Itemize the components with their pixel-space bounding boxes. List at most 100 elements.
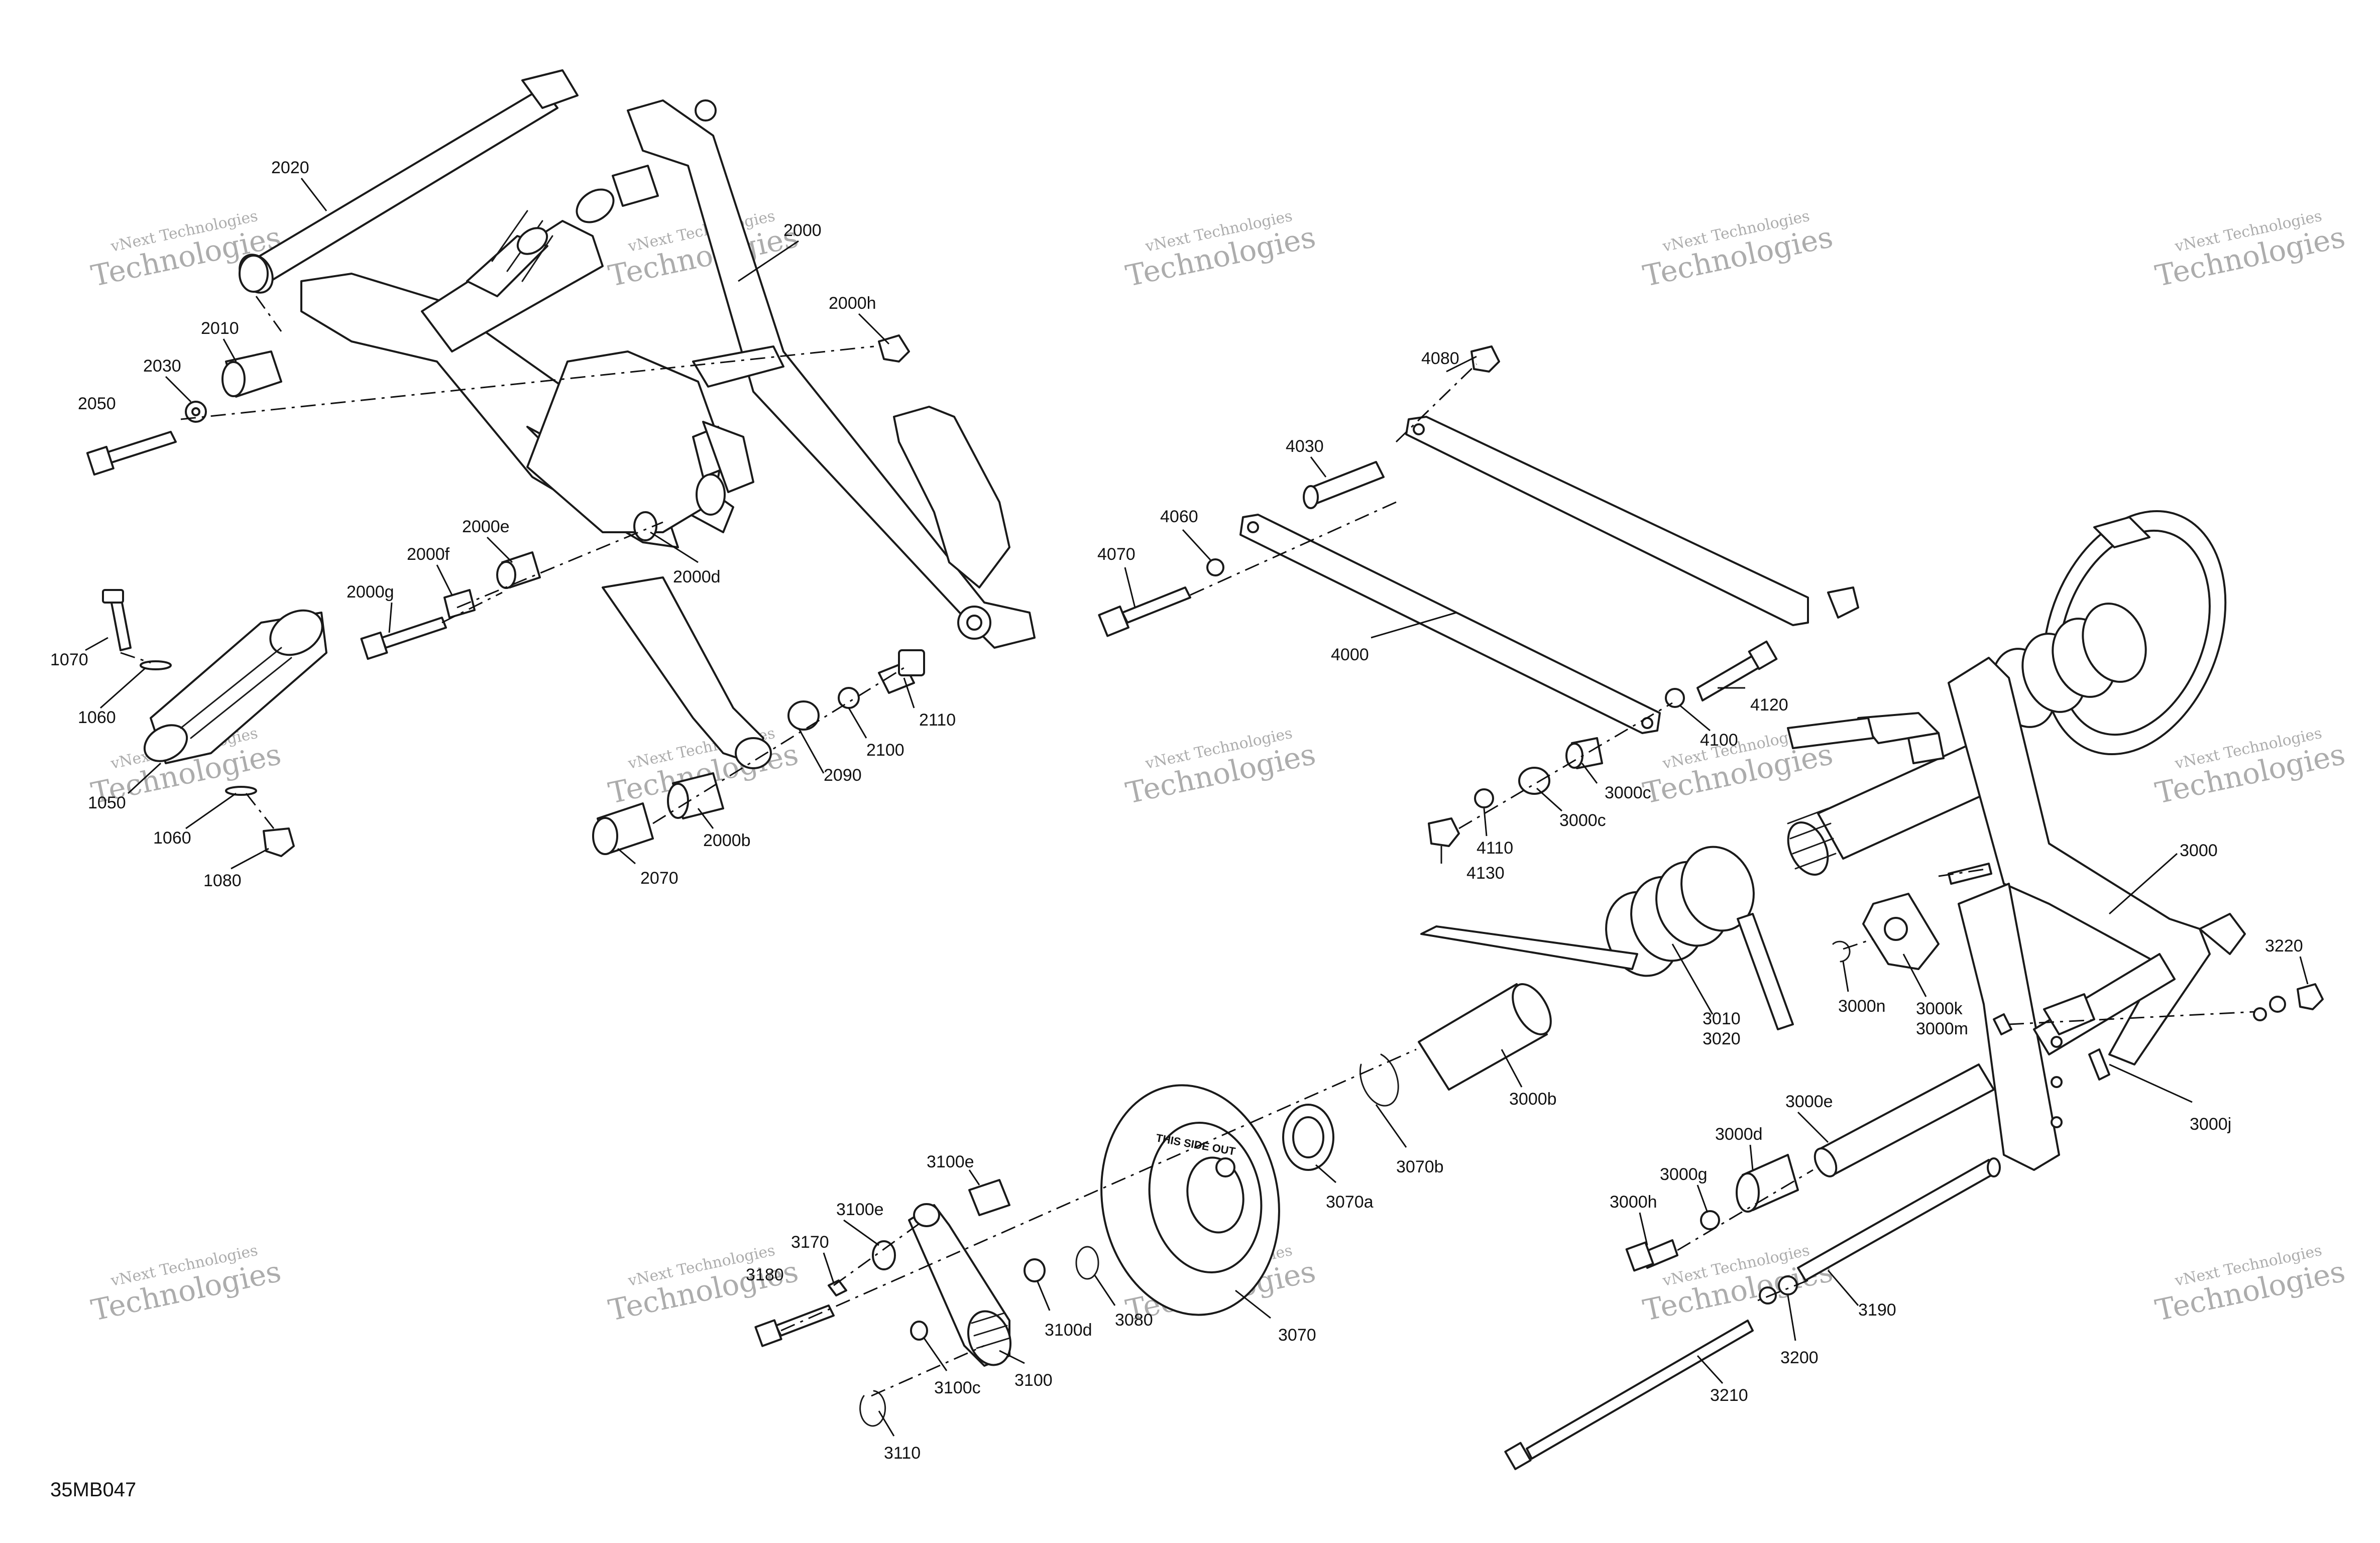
callout-4030: 4030 (1286, 437, 1324, 456)
callout-labels: 2020 2000 2000h 2010 2030 2050 4080 4030… (50, 158, 2303, 1501)
part-4000-link-bar (1239, 514, 1661, 734)
callout-2090: 2090 (824, 766, 862, 785)
callout-2030: 2030 (143, 357, 181, 376)
drawing-reference-code: 35MB047 (50, 1479, 136, 1501)
callout-2000g: 2000g (347, 582, 394, 602)
part-3010-torsion-spring (1420, 846, 1794, 1030)
part-3000j-pin (2088, 1048, 2110, 1081)
callout-4060: 4060 (1160, 507, 1198, 526)
callout-4130: 4130 (1466, 864, 1505, 883)
part-2100-washer (838, 687, 860, 709)
callout-3100d: 3100d (1045, 1321, 1092, 1340)
part-3220-nut (2297, 983, 2324, 1010)
callout-3080: 3080 (1115, 1311, 1153, 1330)
callout-3000m: 3000m (1916, 1019, 1968, 1038)
callout-3070b: 3070b (1396, 1157, 1444, 1176)
callout-3000d: 3000d (1715, 1125, 1763, 1144)
callout-2050: 2050 (78, 394, 116, 413)
callout-3000j: 3000j (2190, 1115, 2231, 1134)
part-2050-bolt (99, 431, 177, 465)
callout-1060-top: 1060 (78, 708, 116, 727)
part-3000e-shaft (1817, 1063, 1995, 1176)
callout-2110: 2110 (919, 710, 956, 730)
part-3000n-clip (1832, 940, 1851, 963)
part-3190-shaft (1797, 1159, 1997, 1281)
callout-2000: 2000 (783, 221, 822, 240)
callout-3100e-top: 3100e (927, 1152, 974, 1171)
callout-2000h: 2000h (829, 294, 876, 313)
part-3100e-bushing-top (968, 1179, 1010, 1216)
part-4000-end-nut (1827, 586, 1859, 619)
part-3180-bolt (775, 1304, 835, 1337)
callout-4080: 4080 (1421, 349, 1459, 368)
part-3100c-washer (910, 1321, 928, 1341)
callout-2070: 2070 (640, 869, 678, 888)
part-2000-arm-frame (300, 99, 1036, 764)
part-4070-bolt (1121, 586, 1191, 624)
part-4030-upper-bar (1405, 416, 1809, 626)
part-4060-washer (1206, 558, 1224, 576)
callout-4120: 4120 (1750, 695, 1788, 715)
callout-3210: 3210 (1710, 1386, 1748, 1405)
callout-3070a: 3070a (1326, 1193, 1374, 1212)
part-3100d-nut (1024, 1258, 1046, 1282)
callout-3000: 3000 (2180, 841, 2218, 860)
callout-3000c-upper: 3000c (1605, 783, 1651, 802)
part-2000g-bolt (381, 617, 447, 649)
callout-3000g: 3000g (1660, 1165, 1708, 1184)
callout-3000e: 3000e (1785, 1092, 1833, 1111)
callout-2010: 2010 (201, 319, 239, 338)
callout-3220: 3220 (2265, 936, 2303, 956)
part-4080-nut (1470, 345, 1500, 373)
callout-4070: 4070 (1097, 545, 1136, 564)
callout-3190: 3190 (1858, 1300, 1896, 1320)
callout-3170: 3170 (791, 1233, 829, 1252)
callout-3000c-lower: 3000c (1559, 811, 1606, 830)
callout-4110: 4110 (1477, 839, 1513, 858)
part-3070b-circlip (1359, 1053, 1399, 1107)
part-1050-link (143, 609, 327, 764)
callout-3110: 3110 (884, 1444, 921, 1463)
callout-2000e: 2000e (462, 517, 510, 536)
callout-3000b: 3000b (1509, 1090, 1557, 1109)
part-1060-washer-bottom (225, 786, 257, 796)
part-1060-washer-top (140, 660, 172, 670)
leader-lines (85, 178, 2309, 1437)
front-arm-assembly (86, 69, 1036, 857)
callout-3200: 3200 (1780, 1348, 1819, 1367)
alignment-lines (120, 296, 2255, 1397)
link-bar-assembly (1098, 345, 1859, 847)
part-2000f-spacer (443, 589, 476, 619)
part-3000g-washer (1700, 1210, 1720, 1230)
part-4130-nut (1428, 817, 1460, 847)
callout-3000n: 3000n (1838, 997, 1886, 1016)
callout-1050: 1050 (88, 793, 126, 812)
part-2020-end-cap (239, 255, 269, 293)
part-3210-rod (1526, 1320, 1754, 1460)
callout-3000k: 3000k (1916, 999, 1963, 1018)
part-3000c-bushing-b (1518, 767, 1550, 795)
callout-1070: 1070 (50, 650, 88, 669)
callout-1060-bottom: 1060 (153, 828, 191, 848)
part-2090-spacer (735, 737, 772, 769)
part-4110-washer (1474, 788, 1494, 808)
part-3070-idler-wheel: THIS SIDE OUT (1100, 1084, 1280, 1316)
part-3170-screw (828, 1279, 847, 1296)
rear-arm-assembly: THIS SIDE OUT (754, 510, 2324, 1470)
part-3000-upper-spring (1991, 603, 2147, 728)
callout-3070: 3070 (1278, 1326, 1316, 1345)
part-4100-washer (1665, 688, 1685, 708)
callout-2100: 2100 (866, 741, 904, 760)
callout-1080: 1080 (203, 871, 242, 890)
callout-3100c: 3100c (934, 1378, 981, 1397)
callout-4100: 4100 (1700, 731, 1738, 750)
callout-3000h: 3000h (1610, 1193, 1657, 1212)
